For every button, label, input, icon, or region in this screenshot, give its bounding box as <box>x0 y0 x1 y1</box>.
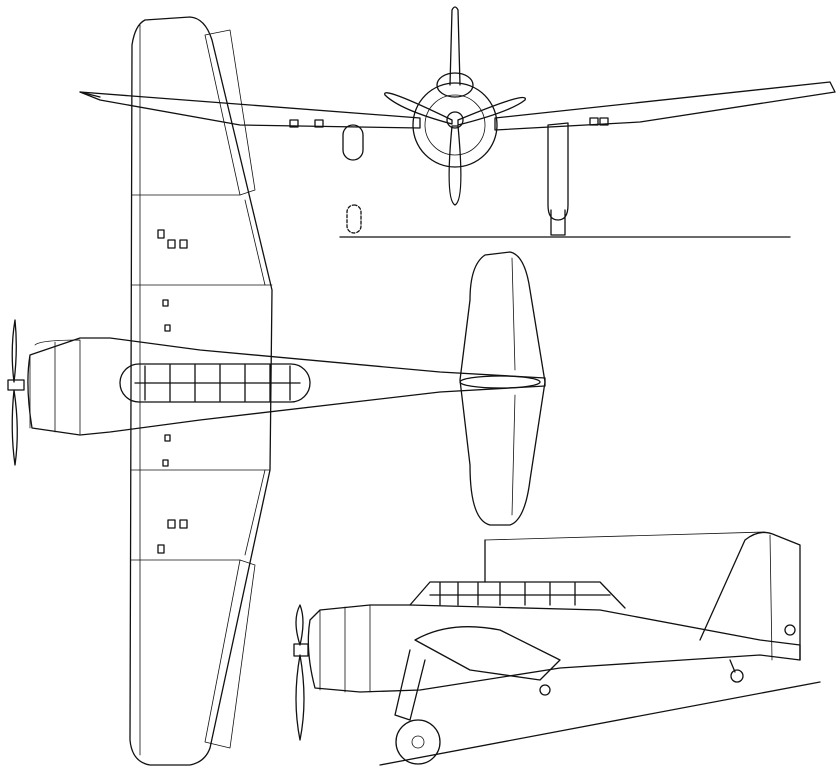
engine-cowling <box>29 339 81 435</box>
side-propeller <box>293 604 309 741</box>
side-view <box>293 531 821 766</box>
front-view-wing <box>79 81 836 131</box>
wing-panels <box>157 229 188 554</box>
top-view-fuselage <box>27 337 546 436</box>
canopy <box>119 363 311 403</box>
top-horizontal-tail <box>459 251 546 526</box>
right-landing-gear <box>547 122 569 236</box>
left-drop-tank <box>342 124 364 161</box>
tail-wheel-circle <box>730 669 744 683</box>
left-gear-dashed <box>346 204 362 234</box>
side-ground-line <box>379 681 821 766</box>
front-fin <box>449 6 461 86</box>
main-wheel-hub <box>411 735 425 749</box>
engine-cowl <box>412 82 498 168</box>
left-pitot <box>79 91 101 98</box>
side-canopy-frames <box>429 582 611 606</box>
elevator-lines <box>511 257 516 516</box>
bomb <box>539 684 551 696</box>
main-gear-leg <box>394 649 426 721</box>
spinner <box>446 111 464 129</box>
top-aileron <box>204 29 256 196</box>
canopy-front <box>436 72 474 98</box>
top-propeller <box>7 319 25 466</box>
side-wing-fairing <box>414 626 561 681</box>
top-view-wing <box>129 16 273 766</box>
tail-cone <box>459 375 541 389</box>
antenna-wire <box>484 531 766 541</box>
flap-line <box>244 199 266 556</box>
roundel <box>784 624 796 636</box>
main-wheel <box>395 719 441 765</box>
engine-inner <box>424 94 486 156</box>
bottom-aileron <box>204 559 256 749</box>
rudder-line <box>769 534 773 661</box>
side-tail-fin <box>699 531 801 661</box>
front-panels <box>289 117 609 128</box>
side-view-fuselage <box>307 604 801 693</box>
canopy-frames <box>134 364 301 402</box>
front-view <box>79 6 836 238</box>
top-view <box>7 16 546 766</box>
front-propeller <box>384 92 526 206</box>
side-canopy <box>409 581 626 609</box>
engine-cowling-side <box>319 604 371 693</box>
